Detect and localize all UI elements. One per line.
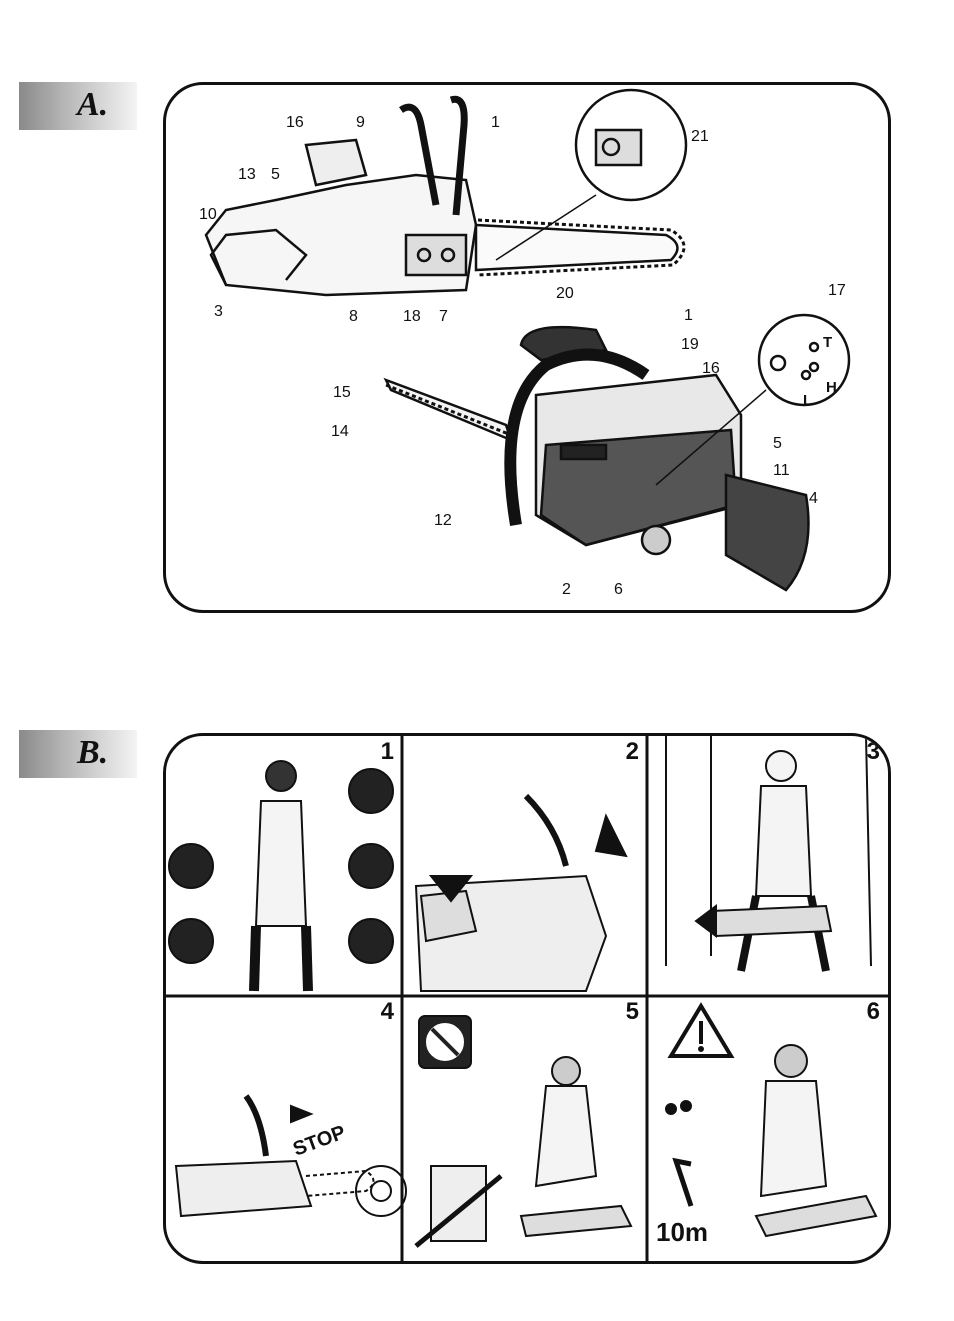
figure-a-panel: 16 9 1 13 5 10 3 8 18 7 20 21 17 1 19 16…	[163, 82, 891, 613]
figure-b-panel: STOP 10m 1 2 3	[163, 733, 891, 1264]
cell-2-starting	[414, 793, 628, 992]
section-tab-a: A.	[19, 82, 137, 130]
callout: 12	[434, 512, 452, 529]
saw-perspective-view	[383, 325, 810, 592]
cell-number: 5	[625, 998, 639, 1025]
callout: 15	[333, 384, 351, 401]
cell-number: 3	[866, 738, 880, 765]
cell-3-carrying	[665, 736, 872, 972]
callout: 10	[199, 206, 217, 223]
section-label-b: B.	[77, 734, 109, 771]
callout: 3	[214, 303, 223, 320]
safety-cell-6: 6	[647, 996, 888, 1261]
callout: 1	[684, 307, 693, 324]
callout: 5	[773, 435, 782, 452]
callout: 14	[331, 423, 349, 440]
callout: 1	[491, 114, 500, 131]
callout: 16	[286, 114, 304, 131]
callout: 7	[439, 308, 448, 325]
callout: 8	[349, 308, 358, 325]
callout: 4	[809, 490, 818, 507]
screw-letter: H	[826, 379, 837, 396]
callout: 5	[271, 166, 280, 183]
callout: 18	[403, 308, 421, 325]
callout: 6	[614, 581, 623, 598]
figure-a-drawing: 16 9 1 13 5 10 3 8 18 7 20 21 17 1 19 16…	[199, 88, 851, 598]
callout: 9	[356, 114, 365, 131]
cell-number: 6	[866, 998, 880, 1025]
distance-label: 10m	[656, 1217, 708, 1247]
cell-6-safety-distance: 10m	[656, 1002, 878, 1247]
figure-b-grid: STOP 10m	[166, 736, 888, 1261]
section-label-a: A.	[77, 86, 109, 123]
saw-side-view	[204, 95, 686, 297]
cell-5-refuelling	[414, 1015, 633, 1248]
screw-letter: L	[803, 392, 812, 409]
cell-1-protective-gear	[168, 760, 394, 992]
callout: 11	[773, 462, 790, 479]
zoom-detail-21	[495, 88, 688, 261]
cell-number: 1	[380, 738, 394, 765]
adjustment-screw-letters: T H L	[803, 334, 837, 409]
zoom-detail-17	[655, 313, 851, 486]
section-tab-b: B.	[19, 730, 137, 778]
safety-cell-2: 2	[402, 736, 647, 996]
callout: 21	[691, 128, 709, 145]
callout: 17	[828, 282, 846, 299]
callout: 13	[238, 166, 256, 183]
cell-number: 4	[380, 998, 394, 1025]
safety-cell-5: 5	[402, 996, 647, 1261]
callout: 16	[702, 360, 720, 377]
safety-cell-1: 1	[166, 736, 402, 996]
callout: 19	[681, 336, 699, 353]
safety-cell-4: 4	[166, 996, 402, 1261]
screw-letter: T	[823, 334, 832, 351]
callout: 2	[562, 581, 571, 598]
callout: 20	[556, 285, 574, 302]
safety-cell-3: 3	[647, 736, 888, 996]
figure-a-callouts: 16 9 1 13 5 10 3 8 18 7 20 21 17 1 19 16…	[199, 114, 846, 598]
cell-number: 2	[625, 738, 639, 765]
